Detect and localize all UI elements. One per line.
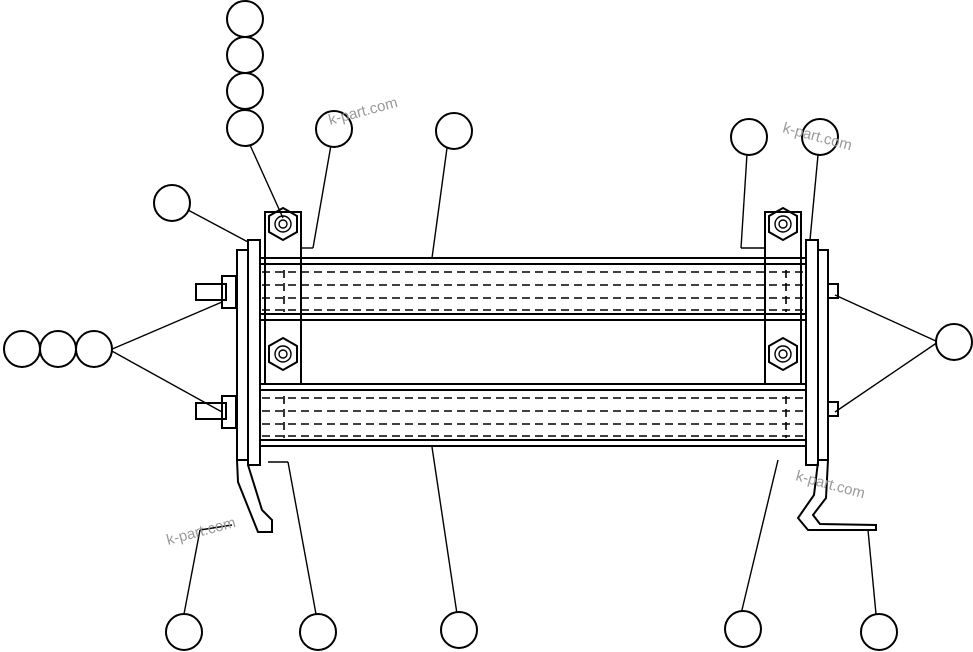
- clamp-straps: [264, 211, 802, 385]
- callout-balloon[interactable]: [165, 613, 203, 651]
- callout-balloon[interactable]: [226, 36, 264, 74]
- upper-tube: [260, 257, 806, 321]
- callout-balloon[interactable]: [39, 330, 77, 368]
- leader-lines: [109, 144, 939, 615]
- watermarks: k-part.com k-part.com k-part.com k-part.…: [165, 94, 867, 549]
- nut-top-left: [268, 206, 298, 242]
- right-bracket: [796, 239, 877, 531]
- callout-balloon[interactable]: [226, 0, 264, 38]
- callout-balloon[interactable]: [226, 72, 264, 110]
- watermark-text: k-part.com: [327, 94, 400, 129]
- callout-balloons: [3, 0, 973, 651]
- callout-balloon[interactable]: [860, 613, 898, 651]
- callout-balloon[interactable]: [75, 330, 113, 368]
- lower-tube: [260, 383, 806, 447]
- callout-balloon[interactable]: [440, 611, 478, 649]
- callout-balloon[interactable]: [724, 610, 762, 648]
- nut-mid-left: [268, 336, 298, 372]
- callout-balloon[interactable]: [3, 330, 41, 368]
- left-bracket: [195, 239, 273, 533]
- callout-balloon[interactable]: [315, 110, 353, 148]
- hex-nuts: [268, 206, 798, 372]
- callout-balloon[interactable]: [730, 118, 768, 156]
- watermark-text: k-part.com: [794, 467, 867, 502]
- callout-balloon[interactable]: [153, 184, 191, 222]
- callout-balloon[interactable]: [801, 118, 839, 156]
- nut-mid-right: [768, 336, 798, 372]
- callout-balloon[interactable]: [226, 109, 264, 147]
- watermark-text: k-part.com: [165, 514, 238, 549]
- nut-top-right: [768, 206, 798, 242]
- callout-balloon[interactable]: [299, 613, 337, 651]
- callout-balloon[interactable]: [935, 323, 973, 361]
- callout-balloon[interactable]: [435, 112, 473, 150]
